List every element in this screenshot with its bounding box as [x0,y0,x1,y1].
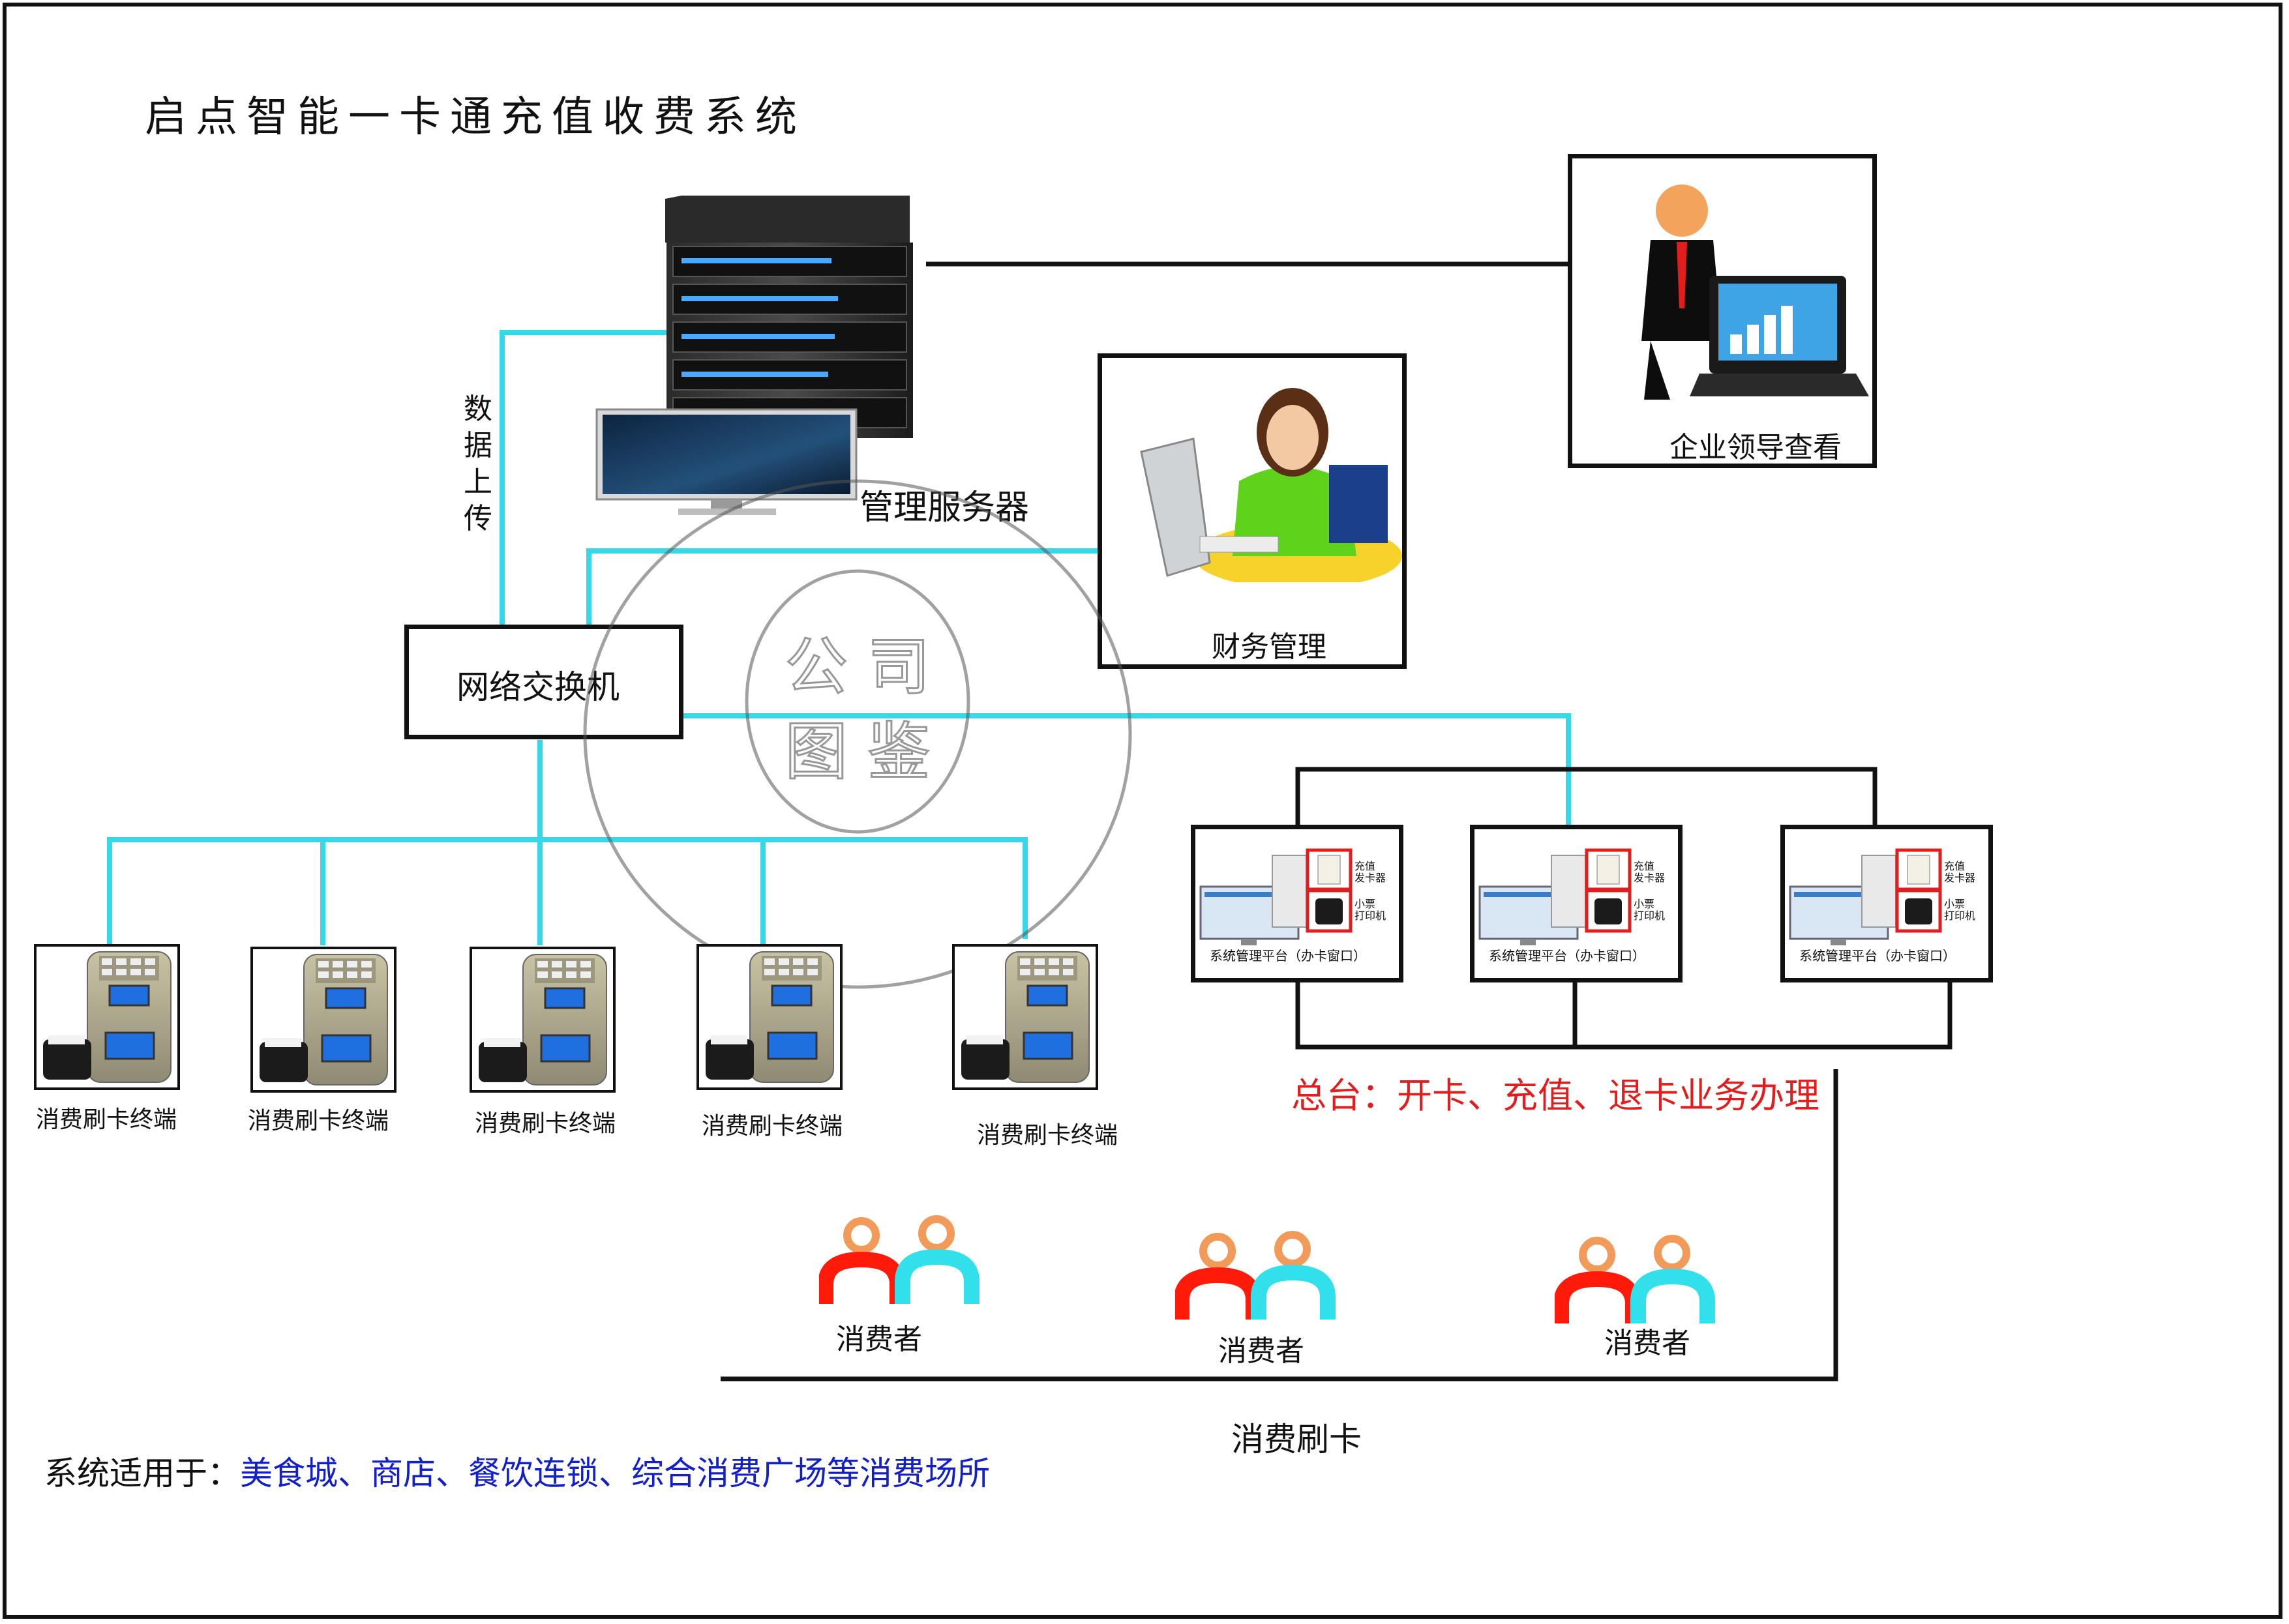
consumer-label: 消费者 [836,1323,922,1356]
terminal-box [470,947,616,1093]
terminal-label: 消费刷卡终端 [248,1108,389,1134]
platform-label: 系统管理平台（办卡窗口） [1210,948,1366,964]
device-text: 发卡器 [1944,872,1976,884]
front-desk-links [721,767,1952,1381]
finance-label: 财务管理 [1212,630,1326,664]
page-border [3,3,2282,1619]
data-upload-char: 数 [464,392,492,426]
terminal-label: 消费刷卡终端 [977,1122,1118,1149]
admin-pc-illustration [1789,848,1942,945]
card-issuer-label: 充值 发卡器 [1634,861,1665,884]
device-text: 发卡器 [1354,872,1386,884]
printer-label: 小票 打印机 [1944,898,1975,922]
footer-line: 系统适用于：美食城、商店、餐饮连锁、综合消费广场等消费场所 [44,1447,990,1494]
admin-pc-illustration [1478,848,1632,945]
terminal-box [696,944,843,1090]
admin-platform-box: 充值 发卡器 小票 打印机 系统管理平台（办卡窗口） [1470,825,1683,982]
terminal-label: 消费刷卡终端 [475,1110,616,1137]
card-issuer-label: 充值 发卡器 [1944,861,1975,884]
device-text: 小票 [1354,898,1376,910]
device-text: 充值 [1944,860,1966,872]
admin-platform-box: 充值 发卡器 小票 打印机 系统管理平台（办卡窗口） [1191,825,1403,982]
consumer-label: 消费者 [1218,1335,1304,1368]
data-upload-char: 据 [464,429,492,462]
watermark-bottom-text: 图 鉴 [785,715,931,788]
terminal-box [952,944,1098,1090]
watermark-seal: 公 司 图 鉴 [583,479,1132,989]
footer-venues: 美食城、商店、餐饮连锁、综合消费广场等消费场所 [240,1454,990,1492]
data-upload-char: 传 [464,502,492,535]
data-upload-char: 上 [464,465,492,499]
watermark-top-text: 公 司 [785,630,931,703]
pos-terminal-illustration [706,951,834,1083]
device-text: 小票 [1634,898,1655,910]
device-text: 打印机 [1944,909,1976,922]
device-text: 充值 [1354,860,1376,872]
terminal-label: 消费刷卡终端 [36,1106,177,1133]
platform-label: 系统管理平台（办卡窗口） [1489,948,1645,964]
diagram-title: 启点智能一卡通充值收费系统 [145,93,806,141]
terminal-label: 消费刷卡终端 [702,1113,843,1140]
device-text: 打印机 [1354,909,1386,922]
device-text: 小票 [1944,898,1966,910]
printer-label: 小票 打印机 [1634,898,1665,922]
finance-clerk-illustration [1140,388,1402,582]
swipe-label: 消费刷卡 [1231,1421,1362,1458]
card-issuer-label: 充值 发卡器 [1354,861,1386,884]
leader-label: 企业领导查看 [1669,431,1842,464]
admin-pc-illustration [1199,848,1353,945]
terminal-box [34,944,180,1090]
front-desk-note: 总台：开卡、充值、退卡业务办理 [1291,1075,1819,1116]
consumer-group-icon [818,1213,982,1310]
pos-terminal-illustration [43,951,172,1083]
consumer-group-icon [1553,1232,1718,1330]
leader-box [1568,154,1877,468]
consumer-label: 消费者 [1604,1327,1690,1360]
data-upload-label: 数 据 上 传 [458,391,498,537]
device-text: 打印机 [1634,909,1666,922]
finance-box [1098,353,1407,669]
leader-illustration [1641,185,1869,400]
device-text: 充值 [1634,860,1655,872]
consumer-group-icon [1174,1228,1338,1326]
network-switch-box [404,625,683,739]
admin-platform-box: 充值 发卡器 小票 打印机 系统管理平台（办卡窗口） [1780,825,1993,982]
pos-terminal-illustration [260,954,388,1085]
platform-label: 系统管理平台（办卡窗口） [1799,948,1956,964]
pos-terminal-illustration [961,951,1090,1083]
network-links [107,330,1571,949]
pos-terminal-illustration [479,954,607,1085]
device-text: 发卡器 [1634,872,1666,884]
server-rack-illustration [595,196,913,515]
terminal-box [250,947,396,1093]
footer-prefix: 系统适用于： [44,1454,240,1492]
printer-label: 小票 打印机 [1354,898,1386,922]
